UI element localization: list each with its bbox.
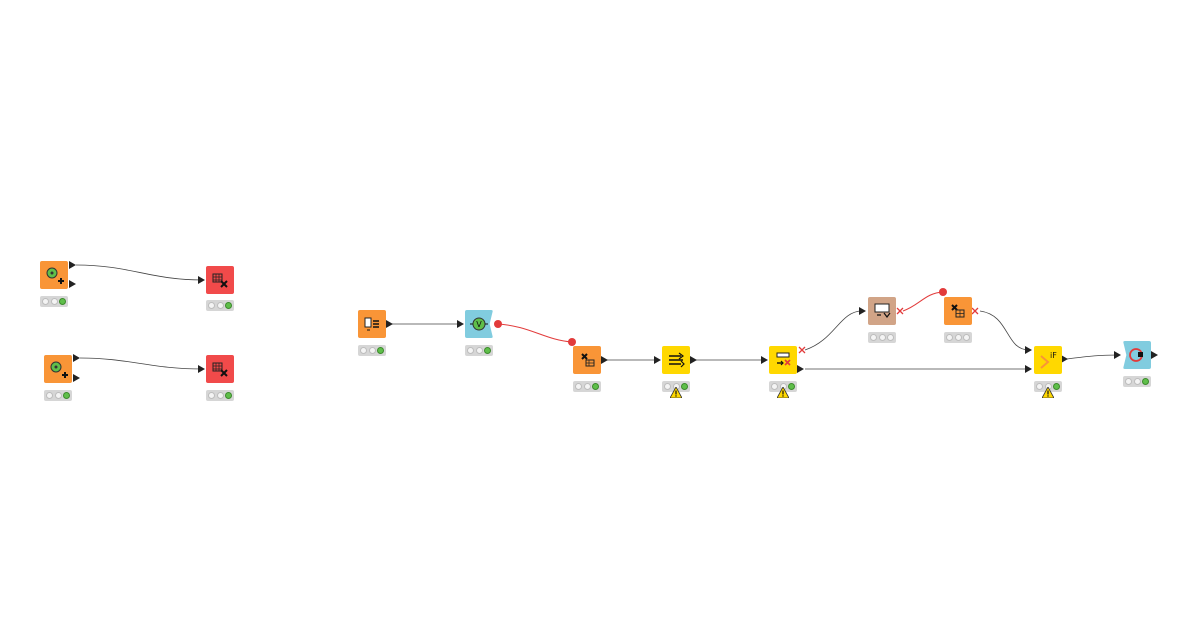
node-table-delete-2[interactable] (206, 355, 234, 383)
svg-text:V: V (476, 320, 482, 329)
node-table-transform-1[interactable] (573, 346, 601, 374)
inactive-port-markers (798, 307, 979, 354)
node-merge-flow[interactable] (662, 346, 690, 374)
warning-icon (1042, 387, 1054, 398)
warning-icon (777, 387, 789, 398)
table-view-icon (874, 303, 891, 318)
node-status-n10 (868, 332, 896, 343)
node-end-if[interactable]: iF (1034, 346, 1062, 374)
create-table-icon (50, 361, 68, 378)
node-status-n4 (206, 390, 234, 401)
connection-n11-n12[interactable] (979, 310, 1030, 351)
flow-variable-port[interactable] (568, 338, 576, 346)
node-create-table-1[interactable] (40, 261, 68, 289)
node-status-n2 (206, 300, 234, 311)
table-transform-icon (951, 304, 965, 318)
node-table-transform-2[interactable] (944, 297, 972, 325)
merge-flow-icon (669, 352, 685, 368)
node-variable-creator[interactable]: V (465, 310, 493, 338)
node-status-n13 (1123, 376, 1151, 387)
loop-end-icon (1129, 348, 1143, 362)
flow-variable-port[interactable] (494, 320, 502, 328)
node-if-switch[interactable] (769, 346, 797, 374)
node-status-n1 (40, 296, 68, 307)
if-switch-icon (776, 352, 791, 366)
port-triangles (69, 261, 1158, 382)
connection-n9-n10[interactable] (804, 310, 863, 351)
node-status-n11 (944, 332, 972, 343)
node-create-table-2[interactable] (44, 355, 72, 383)
connection-n1-n2[interactable] (75, 264, 204, 281)
connection-n12-n13[interactable] (1066, 354, 1119, 360)
variable-creator-icon: V (470, 317, 488, 331)
connection-n10-n11[interactable] (902, 291, 944, 312)
node-loop-end[interactable] (1123, 341, 1151, 369)
connection-n3-n4[interactable] (79, 357, 204, 370)
node-status-n3 (44, 390, 72, 401)
create-table-icon (46, 267, 64, 284)
node-file-reader[interactable] (358, 310, 386, 338)
node-table-view[interactable] (868, 297, 896, 325)
svg-text:iF: iF (1050, 351, 1057, 360)
node-status-n5 (358, 345, 386, 356)
flow-variable-port[interactable] (939, 288, 947, 296)
file-reader-icon (364, 317, 379, 331)
table-delete-icon (212, 362, 228, 377)
connection-n6-n7[interactable] (497, 323, 573, 343)
table-delete-icon (212, 273, 228, 288)
node-table-delete-1[interactable] (206, 266, 234, 294)
node-status-n7 (573, 381, 601, 392)
end-if-icon: iF (1040, 351, 1057, 369)
warning-icon (670, 387, 682, 398)
node-status-n6 (465, 345, 493, 356)
table-transform-icon (581, 353, 595, 367)
